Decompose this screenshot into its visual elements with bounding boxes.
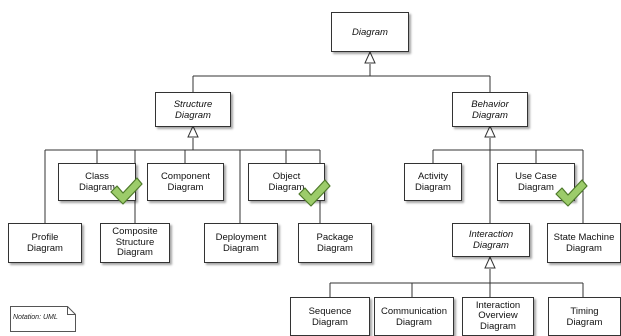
node-deployment-diagram: Deployment Diagram bbox=[204, 223, 278, 263]
note-shape bbox=[10, 306, 76, 332]
node-composite-structure-diagram: Composite Structure Diagram bbox=[100, 223, 170, 263]
node-state-machine-diagram: State Machine Diagram bbox=[547, 223, 621, 263]
checkmark-icon bbox=[110, 177, 143, 205]
node-activity-diagram: Activity Diagram bbox=[404, 163, 462, 201]
checkmark-icon bbox=[298, 179, 331, 207]
node-structure-diagram: Structure Diagram bbox=[155, 92, 231, 127]
node-behavior-diagram: Behavior Diagram bbox=[452, 92, 528, 127]
node-interaction-overview-diagram: Interaction Overview Diagram bbox=[462, 297, 534, 336]
checkmark-icon bbox=[555, 179, 588, 207]
node-communication-diagram: Communication Diagram bbox=[374, 297, 454, 336]
node-diagram: Diagram bbox=[331, 12, 409, 52]
node-sequence-diagram: Sequence Diagram bbox=[290, 297, 370, 336]
notation-text: Notation: UML bbox=[13, 314, 58, 321]
node-component-diagram: Component Diagram bbox=[147, 163, 224, 201]
node-package-diagram: Package Diagram bbox=[298, 223, 372, 263]
node-profile-diagram: Profile Diagram bbox=[8, 223, 82, 263]
notation-note: Notation: UML bbox=[10, 306, 76, 332]
node-timing-diagram: Timing Diagram bbox=[548, 297, 621, 336]
node-interaction-diagram: Interaction Diagram bbox=[452, 223, 530, 257]
